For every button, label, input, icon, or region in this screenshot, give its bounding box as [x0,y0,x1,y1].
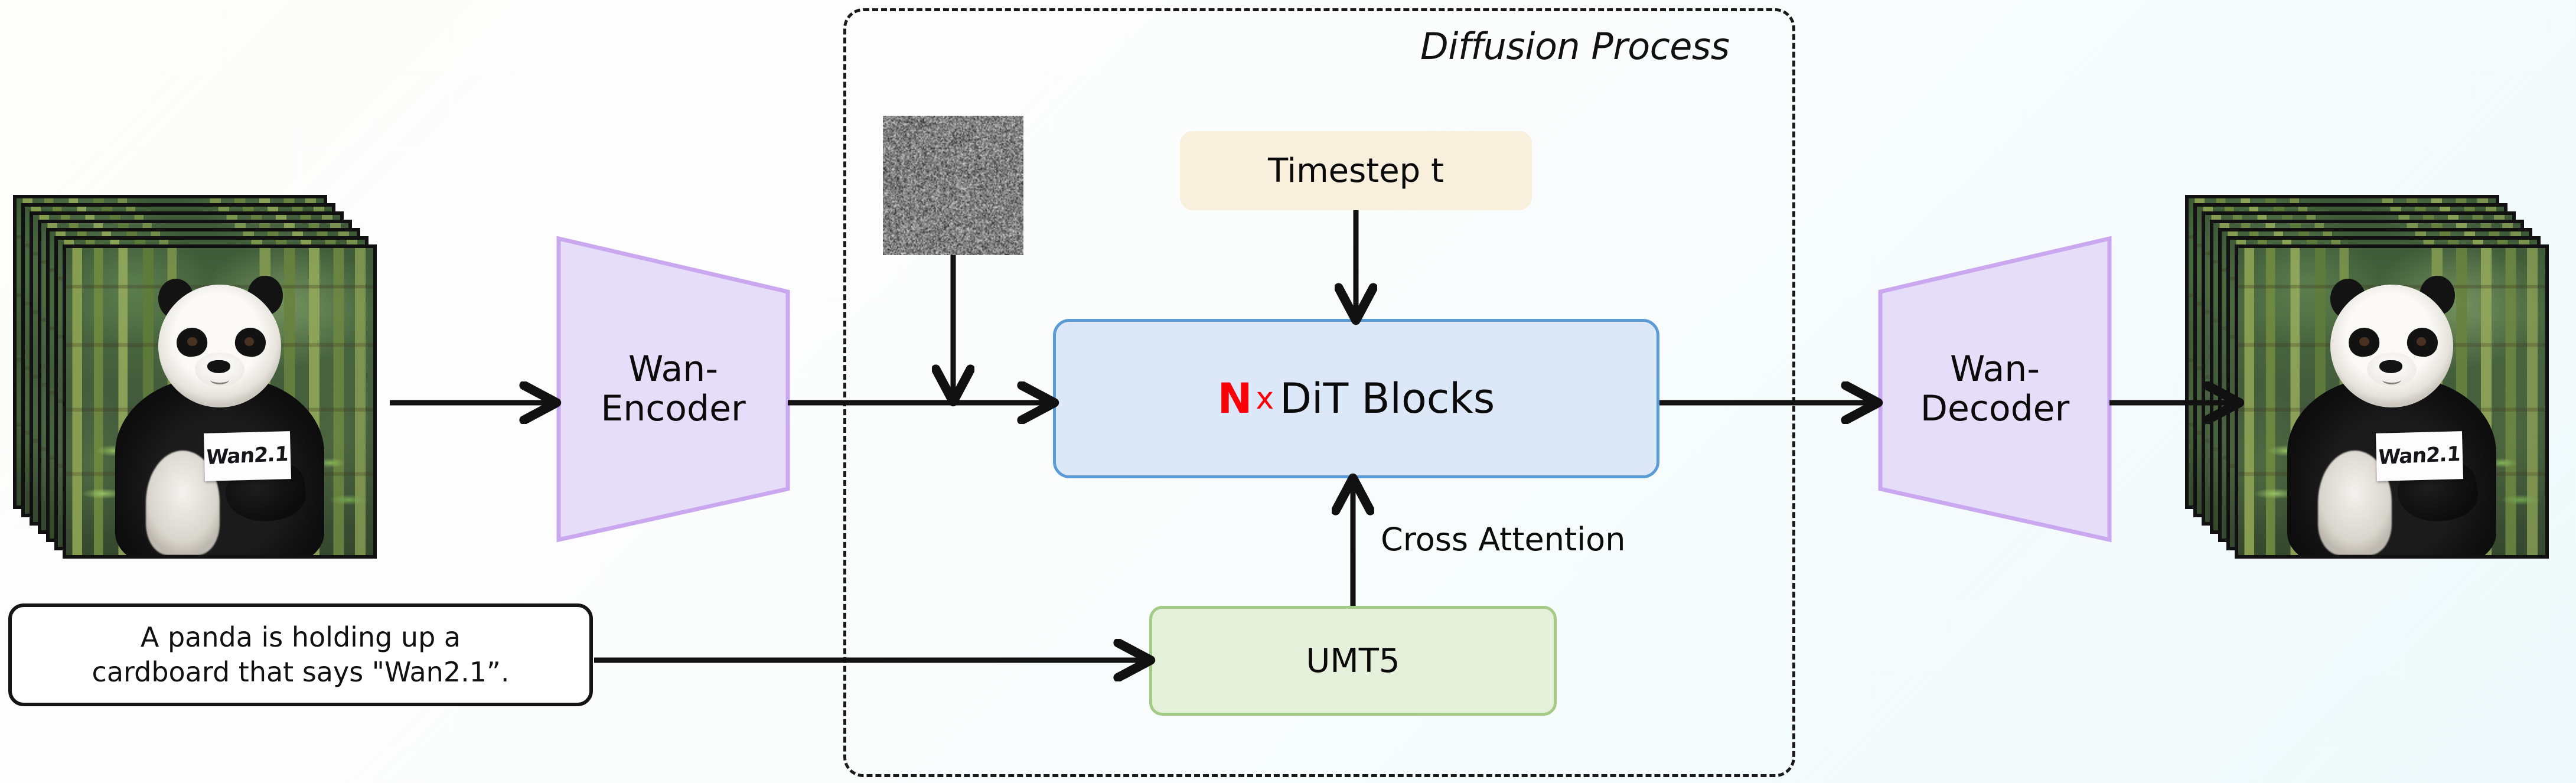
prompt-input-box[interactable]: A panda is holding up a cardboard that s… [8,603,593,706]
cross-attention-label: Cross Attention [1381,521,1625,558]
dit-blocks-block[interactable]: N x DiT Blocks [1053,319,1659,478]
prompt-line-1: A panda is holding up a [141,621,461,653]
dit-blocks-label: DiT Blocks [1280,374,1495,423]
input-card-text: Wan2.1 [206,442,289,469]
umt5-label: UMT5 [1306,642,1400,680]
diffusion-process-label: Diffusion Process [1420,25,1730,68]
output-video-frames: Wan2.1 [2185,195,2576,573]
gaussian-noise-latent [883,116,1023,255]
prompt-line-2: cardboard that says "Wan2.1”. [92,656,510,688]
wan-decoder-block[interactable]: Wan- Decoder [1877,235,2113,543]
timestep-block[interactable]: Timestep t [1180,131,1532,210]
input-card: Wan2.1 [204,431,291,481]
timestep-label: Timestep t [1268,152,1444,190]
umt5-block[interactable]: UMT5 [1149,606,1557,716]
input-video-frames: Wan2.1 [13,195,426,573]
output-card-text: Wan2.1 [2378,442,2461,469]
wan-encoder-block[interactable]: Wan- Encoder [555,235,791,543]
frame-layer-front: Wan2.1 [2235,244,2549,559]
output-card: Wan2.1 [2376,431,2463,481]
dit-times-symbol: x [1252,381,1280,416]
frame-layer-front: Wan2.1 [63,244,377,559]
dit-repeat-count: N [1218,374,1253,423]
